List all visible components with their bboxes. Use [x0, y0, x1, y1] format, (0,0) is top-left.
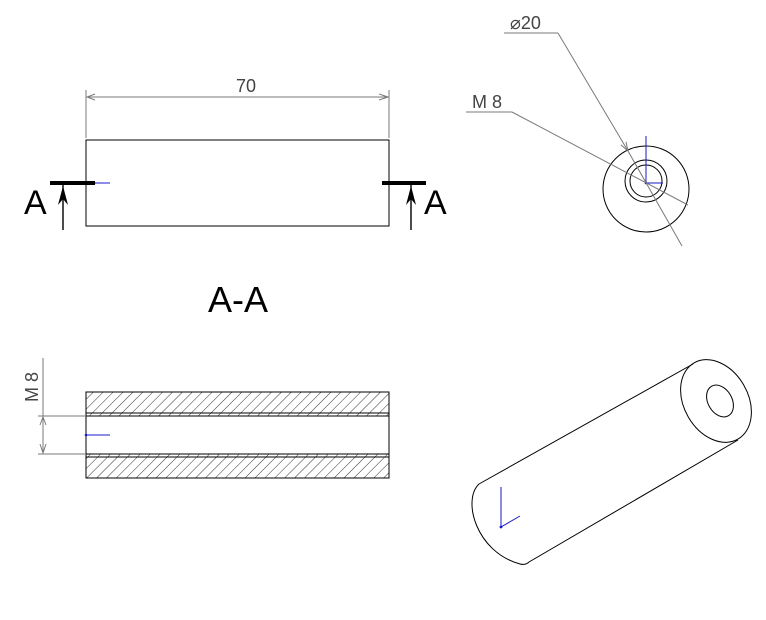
section-view: M 8 [22, 358, 390, 479]
section-title: A-A [208, 279, 268, 320]
thread-text-top: M 8 [472, 92, 502, 112]
isometric-view [471, 359, 752, 565]
diameter-leader: ⌀20 [504, 13, 683, 247]
diameter-text: ⌀20 [510, 13, 541, 33]
end-view: ⌀20 M 8 [466, 13, 690, 247]
section-marker-right: A [382, 181, 447, 230]
section-letter-left: A [24, 184, 47, 222]
section-marker-left: A [24, 181, 95, 230]
iso-bore [706, 384, 734, 418]
iso-end-face [680, 359, 752, 443]
section-letter-right: A [424, 184, 447, 222]
length-dimension-text: 70 [236, 76, 256, 96]
front-view: 70 A A [24, 76, 447, 230]
thread-section-text: M 8 [22, 372, 42, 402]
front-view-body [85, 139, 390, 227]
thread-leader-top: M 8 [466, 92, 689, 206]
section-wall-bottom [85, 453, 390, 479]
section-wall-top [85, 391, 390, 417]
